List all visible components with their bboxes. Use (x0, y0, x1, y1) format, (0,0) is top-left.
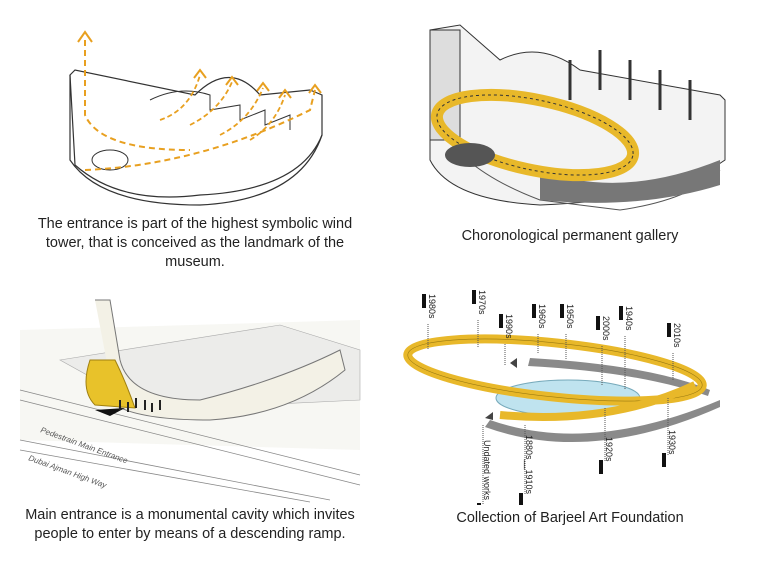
wind-tower-drawing (69, 30, 323, 206)
collection-drawing: 1980s 1970s 1990s 1960s 1950s 2000s 1940s 2010s… (403, 290, 720, 505)
caption-line: The entrance is part of the highest symb… (37, 216, 353, 232)
decade-label: Undated works (482, 440, 492, 501)
wind-tower-diagram: The entrance is part of the highest symb… (0, 0, 390, 290)
decade-marker (472, 290, 476, 304)
collection-diagram: 1980s 1970s 1990s 1960s 1950s 2000s 1940s 2010s… (390, 290, 780, 588)
decade-marker (422, 294, 426, 308)
decade-marker (532, 304, 536, 318)
decade-label: 1920s (604, 437, 614, 462)
decade-label: 2000s (601, 316, 611, 341)
decade-marker (519, 493, 523, 505)
decade-label: 1950s (565, 304, 575, 329)
decade-label: 1880s__1910s (524, 435, 534, 495)
decade-marker (560, 304, 564, 318)
caption-line: tower, that is conceived as the landmark… (45, 235, 345, 251)
caption-line: Main entrance is a monumental cavity whi… (25, 507, 355, 523)
wind-tower-caption: The entrance is part of the highest symb… (0, 215, 390, 272)
decade-marker (499, 314, 503, 328)
decade-label: 1970s (477, 290, 487, 315)
decade-label: 1960s (537, 304, 547, 329)
decade-marker (599, 460, 603, 474)
decade-marker (662, 453, 666, 467)
decade-label: 1930s (667, 430, 677, 455)
decade-marker (477, 503, 481, 505)
gallery-diagram: Choronological permanent gallery (390, 0, 780, 290)
decade-label: 1940s (624, 306, 634, 331)
caption-line: museum. (165, 254, 225, 270)
decade-label: 2010s (672, 323, 682, 348)
entrance-drawing: Pedestrain Main Entrance Dubai Ajman Hig… (19, 299, 361, 503)
decade-label: 1990s (504, 314, 514, 339)
entrance-diagram: Pedestrain Main Entrance Dubai Ajman Hig… (0, 290, 390, 588)
decade-marker (596, 316, 600, 330)
decade-label: 1980s (427, 294, 437, 319)
decade-marker (619, 306, 623, 320)
entrance-caption: Main entrance is a monumental cavity whi… (0, 506, 380, 544)
gallery-drawing (429, 24, 726, 211)
decade-marker (667, 323, 671, 337)
people-figures (119, 398, 161, 412)
collection-caption: Collection of Barjeel Art Foundation (456, 510, 684, 526)
caption-line: people to enter by means of a descending… (34, 526, 346, 542)
gallery-caption: Choronological permanent gallery (461, 228, 679, 244)
